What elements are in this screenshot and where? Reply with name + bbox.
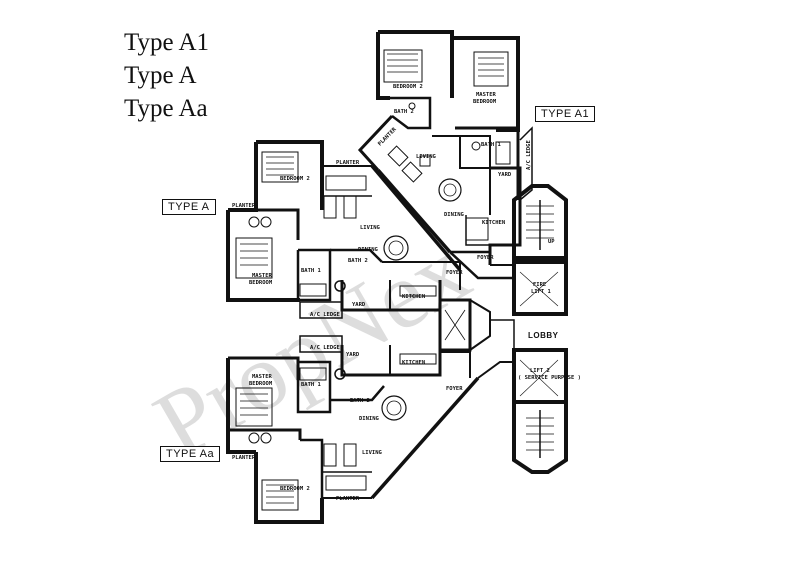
title-type-a1: Type A1 [124,29,210,56]
lift2-label-1: LIFT 2 [530,368,550,374]
stair-up-label: UP [548,239,555,245]
aa-yard-label: YARD [346,352,360,358]
aa-bath1-label: BATH 1 [301,382,322,388]
fire-lift-label-1: FIRE [533,282,546,288]
a-planter-left-label: PLANTER [232,203,256,209]
a1-bath1-label: BATH 1 [481,142,502,148]
aa-living-label: LIVING [362,450,383,456]
a-foyer-label: FOYER [446,270,463,276]
unit-a-walls [226,140,462,319]
a-yard-label: YARD [352,302,366,308]
lift2-label-2: ( SERVICE PURPOSE ) [518,375,581,381]
a-master-label: MASTER [252,273,273,279]
title-type-a: Type A [124,62,197,89]
a-ac-ledge-label: A/C LEDGE [310,312,340,318]
a1-dining-label: DINING [444,212,465,218]
title-type-aa: Type Aa [124,95,208,122]
unit-tag-a1: TYPE A1 [535,106,596,122]
a1-bath2-label: BATH 2 [394,109,414,115]
a1-master-label: MASTER [476,92,497,98]
a-kitchen-label: KITCHEN [402,294,425,300]
a-planter-top-label: PLANTER [336,160,360,166]
lobby-label: LOBBY [528,331,559,340]
aa-bath2-label: BATH 2 [350,398,370,404]
a-dining-label: DINING [358,247,379,253]
a-bath1-label: BATH 1 [301,268,322,274]
a-bath2-label: BATH 2 [348,258,368,264]
aa-bedroom2-label: BEDROOM 2 [280,486,310,492]
a1-master-bedroom-label: BEDROOM [473,99,497,105]
aa-master-label: MASTER [252,374,273,380]
a-master-bedroom-label: BEDROOM [249,280,273,286]
aa-planter-left-label: PLANTER [232,455,256,461]
a1-bedroom2-label: BEDROOM 2 [393,84,423,90]
unit-a1-walls [357,30,533,280]
aa-planter-bottom-label: PLANTER [336,496,360,502]
a1-foyer-label: FOYER [477,255,494,261]
a-bedroom2-label: BEDROOM 2 [280,176,310,182]
a-living-label: LIVING [360,225,381,231]
aa-dining-label: DINING [359,416,380,422]
a1-living-label: LIVING [416,154,437,160]
aa-kitchen-label: KITCHEN [402,360,425,366]
aa-ac-ledge-label: A/C LEDGE [310,345,340,351]
fire-lift-label-2: LIFT 1 [531,289,552,295]
unit-aa-walls [226,335,480,524]
central-core-walls [438,184,568,474]
unit-tag-a: TYPE A [162,199,216,215]
a1-ac-ledge-label: A/C LEDGE [526,140,532,170]
aa-master-bedroom-label: BEDROOM [249,381,273,387]
unit-type-title: Type A1 Type A Type Aa [124,26,209,125]
unit-tag-aa: TYPE Aa [160,446,221,462]
a1-kitchen-label: KITCHEN [482,220,505,226]
aa-foyer-label: FOYER [446,386,463,392]
a1-yard-label: YARD [498,172,512,178]
